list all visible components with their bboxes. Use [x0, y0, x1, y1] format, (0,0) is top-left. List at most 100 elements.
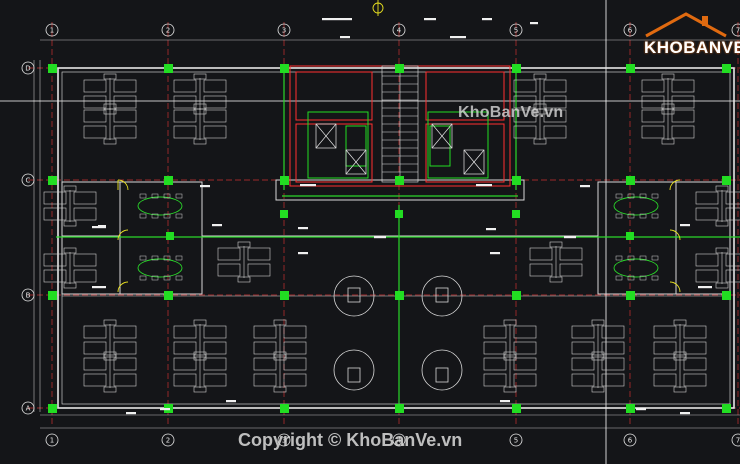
column-marker: [48, 404, 57, 413]
column-marker: [280, 291, 289, 300]
annotation-text: [564, 236, 576, 239]
column-marker: [280, 176, 289, 185]
workstation-clusters: [43, 73, 740, 393]
column-marker: [722, 176, 731, 185]
column-marker: [395, 64, 404, 73]
annotation-text: [212, 224, 222, 227]
column-grid-bubble: 2: [161, 23, 175, 37]
column-grid-bubble: 3: [277, 23, 291, 37]
workstation-cluster: [695, 247, 740, 289]
annotation-text: [226, 400, 236, 403]
annotation-text: [486, 228, 496, 231]
workstation-cluster: [253, 319, 307, 361]
annotation-text: [482, 18, 492, 21]
column-marker: [48, 291, 57, 300]
grid-column-label: 5: [514, 27, 518, 35]
workstation-cluster: [83, 319, 137, 361]
column-marker: [48, 64, 57, 73]
elevator-cars: [315, 123, 485, 175]
workstation-cluster: [571, 351, 625, 393]
grid-row-label: C: [26, 177, 31, 185]
grid-column-label: 3: [282, 27, 286, 35]
column-marker: [395, 404, 404, 413]
grid-column-label: 3: [282, 437, 286, 445]
section-marker: [372, 0, 384, 16]
workstation-cluster: [173, 73, 227, 115]
green-axis-lines: [56, 68, 740, 406]
column-marker: [626, 291, 635, 300]
annotation-text: [450, 36, 466, 39]
column-marker: [164, 291, 173, 300]
annotation-text: [298, 227, 308, 230]
column-marker: [626, 176, 635, 185]
column-marker: [626, 64, 635, 73]
row-grid-bubble: C: [21, 173, 35, 187]
column-grid-bubble: 7: [731, 23, 740, 37]
annotation-text: [322, 18, 352, 21]
annotation-text: [298, 252, 308, 255]
structural-columns: [48, 64, 731, 413]
grid-column-label: 7: [736, 437, 740, 445]
grid-column-label: 4: [397, 27, 402, 35]
annotation-text: [340, 36, 350, 39]
workstation-cluster: [513, 103, 567, 145]
lounge-seating: [333, 275, 463, 391]
column-marker: [512, 64, 521, 73]
annotation-text: [300, 184, 316, 187]
workstation-cluster: [571, 319, 625, 361]
annotation-text: [636, 408, 646, 411]
column-marker: [164, 64, 173, 73]
column-marker: [395, 210, 403, 218]
column-grid-bubble: 4: [392, 23, 406, 37]
annotation-text: [476, 184, 492, 187]
column-marker: [512, 291, 521, 300]
annotation-text: [126, 412, 136, 415]
grid-column-label: 7: [736, 27, 740, 35]
column-grid-bubble: 1: [45, 23, 59, 37]
annotation-text: [160, 408, 170, 411]
column-marker: [512, 210, 520, 218]
stair: [381, 65, 419, 183]
column-marker: [166, 232, 174, 240]
house-icon: [645, 12, 727, 38]
center-watermark: KhoBanVe.vn: [458, 104, 564, 121]
column-marker: [722, 64, 731, 73]
grid-column-label: 5: [514, 437, 518, 445]
column-marker: [280, 64, 289, 73]
grid-row-label: A: [26, 405, 31, 413]
column-grid-bubble: 7: [731, 433, 740, 447]
workstation-cluster: [173, 103, 227, 145]
khobanve-logo: KHOBANVE: [640, 10, 740, 57]
column-grid-bubble: 2: [161, 433, 175, 447]
workstation-cluster: [695, 185, 740, 227]
workstation-cluster: [483, 319, 537, 361]
workstation-cluster: [641, 103, 695, 145]
workstation-cluster: [43, 247, 97, 289]
row-grid-bubble: D: [21, 61, 35, 75]
workstation-cluster: [83, 103, 137, 145]
column-grid-bubble: 5: [509, 23, 523, 37]
column-marker: [512, 176, 521, 185]
annotation-text: [698, 286, 712, 289]
copyright-watermark: Copyright © KhoBanVe.vn: [238, 430, 463, 450]
workstation-cluster: [529, 241, 583, 283]
annotation-text: [500, 400, 510, 403]
column-marker: [280, 210, 288, 218]
column-marker: [164, 176, 173, 185]
doors: [117, 179, 681, 293]
dimension-lines: [33, 39, 740, 429]
annotation-text: [98, 225, 106, 228]
column-grid-bubble: 6: [623, 433, 637, 447]
annotation-text: [424, 18, 436, 21]
grid-column-label: 6: [628, 437, 633, 445]
annotation-text: [200, 185, 210, 188]
workstation-cluster: [513, 73, 567, 115]
workstation-cluster: [217, 241, 271, 283]
column-grid-bubble: 3: [277, 433, 291, 447]
annotation-text: [680, 224, 690, 227]
grid-column-label: 1: [50, 437, 54, 445]
column-grid-bubble: 6: [623, 23, 637, 37]
workstation-cluster: [253, 351, 307, 393]
